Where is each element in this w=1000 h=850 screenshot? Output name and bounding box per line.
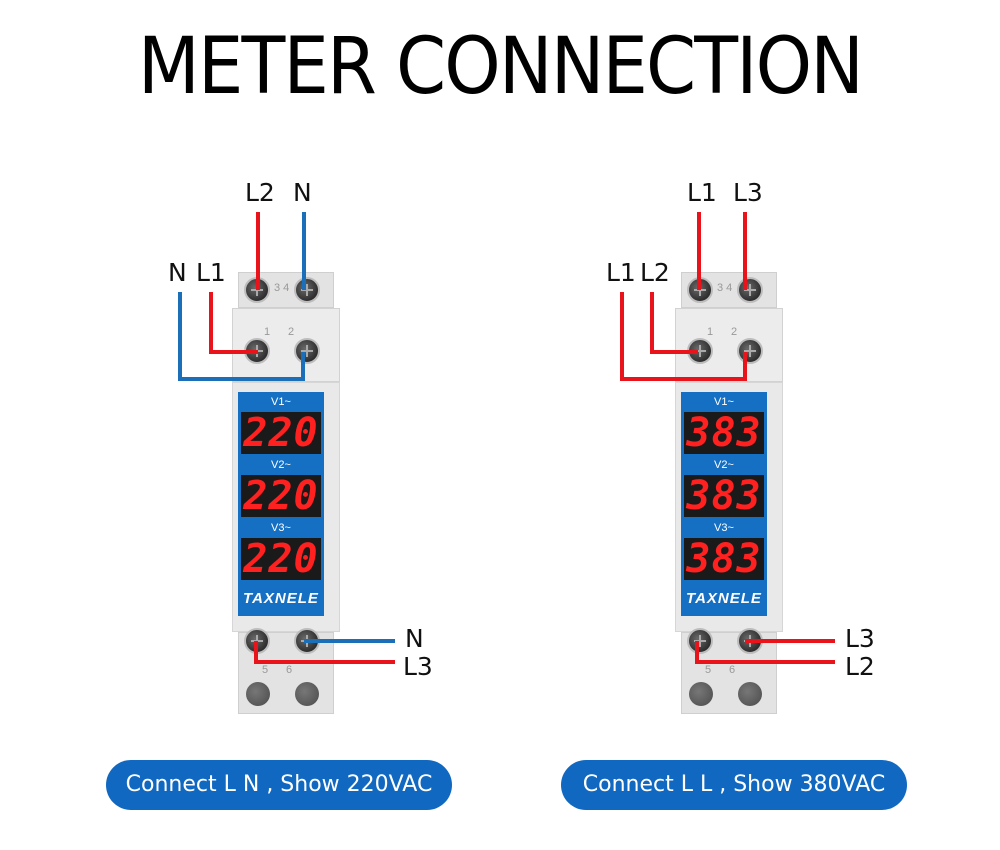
left-label-l2-top: L2	[245, 178, 275, 207]
release-button-left	[246, 682, 270, 706]
terminal-4-screw-icon	[737, 277, 763, 303]
v3-label: V3~	[271, 522, 291, 534]
v1-label: V1~	[271, 396, 291, 408]
terminal-3-screw-icon	[244, 277, 270, 303]
terminal-5-screw-icon	[244, 628, 270, 654]
v1-label: V1~	[714, 396, 734, 408]
v2-display: 383	[684, 475, 764, 517]
terminal-6-screw-icon	[294, 628, 320, 654]
terminal-number-6: 6	[729, 664, 736, 676]
v3-display: 383	[684, 538, 764, 580]
terminal-number-6: 6	[286, 664, 293, 676]
terminal-number-5: 5	[262, 664, 269, 676]
v3-label: V3~	[714, 522, 734, 534]
right-label-l3-top: L3	[733, 178, 763, 207]
v1-display: 220	[241, 412, 321, 454]
right-label-l1-top: L1	[687, 178, 717, 207]
terminal-4-screw-icon	[294, 277, 320, 303]
left-label-n-bottom: N	[405, 624, 424, 653]
right-label-l1-side: L1	[606, 258, 636, 287]
v2-display: 220	[241, 475, 321, 517]
v2-label: V2~	[714, 459, 734, 471]
v2-label: V2~	[271, 459, 291, 471]
release-button-right	[738, 682, 762, 706]
left-caption-badge: Connect L N , Show 220VAC	[106, 760, 452, 810]
terminal-1-screw-icon	[687, 338, 713, 364]
right-label-l2-bottom: L2	[845, 652, 875, 681]
v1-display: 383	[684, 412, 764, 454]
left-label-l1-side: L1	[196, 258, 226, 287]
brand-logo: TAXNELE	[686, 590, 762, 607]
right-label-l3-bottom: L3	[845, 624, 875, 653]
v3-display: 220	[241, 538, 321, 580]
terminal-number-1: 1	[707, 326, 714, 338]
display-panel: V1~ 383 V2~ 383 V3~ 383 TAXNELE	[681, 392, 767, 616]
terminal-number-1: 1	[264, 326, 271, 338]
terminal-number-2: 2	[288, 326, 295, 338]
terminal-1-screw-icon	[244, 338, 270, 364]
brand-logo: TAXNELE	[243, 590, 319, 607]
terminal-5-screw-icon	[687, 628, 713, 654]
terminal-numbers-top: 3 4	[717, 282, 733, 294]
terminal-6-screw-icon	[737, 628, 763, 654]
terminal-2-screw-icon	[737, 338, 763, 364]
terminal-3-screw-icon	[687, 277, 713, 303]
terminal-2-screw-icon	[294, 338, 320, 364]
left-label-n-side: N	[168, 258, 187, 287]
terminal-number-2: 2	[731, 326, 738, 338]
terminal-numbers-top: 3 4	[274, 282, 290, 294]
release-button-right	[295, 682, 319, 706]
page-title: METER CONNECTION	[137, 22, 864, 112]
release-button-left	[689, 682, 713, 706]
left-label-n-top: N	[293, 178, 312, 207]
terminal-number-5: 5	[705, 664, 712, 676]
right-label-l2-side: L2	[640, 258, 670, 287]
display-panel: V1~ 220 V2~ 220 V3~ 220 TAXNELE	[238, 392, 324, 616]
left-label-l3-bottom: L3	[403, 652, 433, 681]
right-caption-badge: Connect L L , Show 380VAC	[561, 760, 907, 810]
